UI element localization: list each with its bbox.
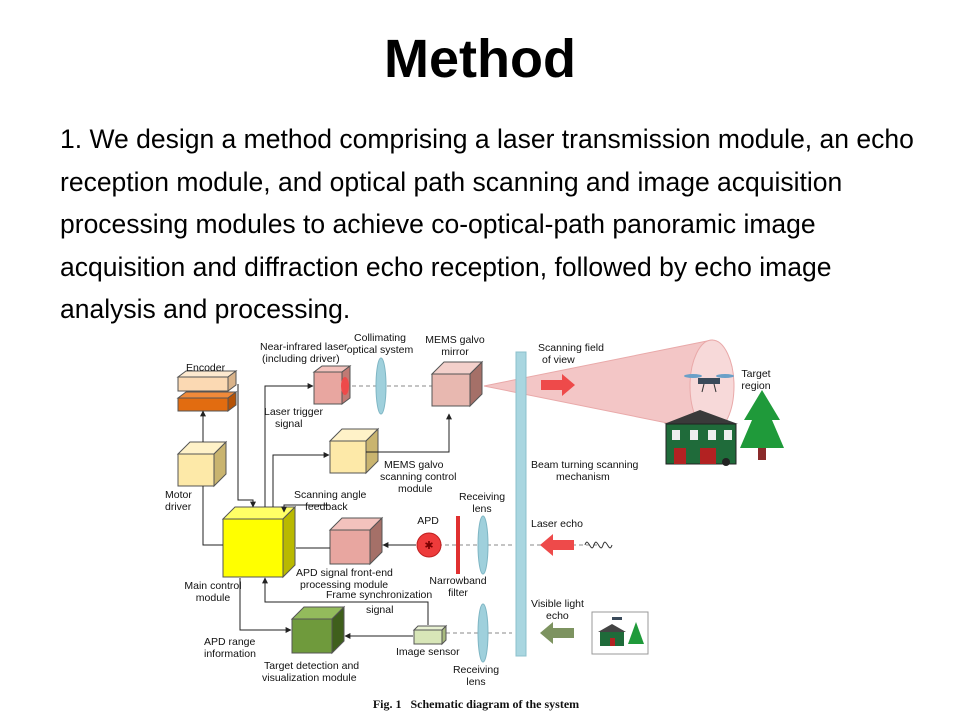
mems-control-block bbox=[328, 427, 380, 475]
slide-title: Method bbox=[384, 29, 576, 89]
label-nir-laser: Near-infrared laser(including driver) bbox=[260, 341, 348, 365]
nir-laser-block bbox=[312, 365, 352, 405]
label-laser-echo: Laser echo bbox=[531, 518, 583, 530]
echo-wave-icon bbox=[584, 541, 613, 549]
beam-turning-bar bbox=[515, 351, 527, 657]
svg-text:✱: ✱ bbox=[424, 539, 433, 552]
label-image-sensor: Image sensor bbox=[396, 646, 460, 658]
signal-arrows bbox=[200, 383, 452, 639]
mems-mirror-block bbox=[430, 360, 484, 408]
image-sensor-block bbox=[412, 624, 448, 646]
label-encoder: Encoder bbox=[186, 362, 226, 374]
house-icon bbox=[664, 410, 738, 466]
tree-icon bbox=[740, 390, 784, 460]
main-control-block bbox=[221, 505, 297, 579]
receiving-lens-bottom bbox=[477, 603, 489, 663]
motor-driver-block bbox=[176, 440, 228, 488]
narrowband-filter bbox=[456, 516, 460, 574]
label-apd: APD bbox=[417, 515, 439, 527]
apd-frontend-block bbox=[328, 516, 384, 566]
drone-icon bbox=[684, 374, 734, 393]
receiving-lens-top bbox=[477, 515, 489, 575]
target-detection-block bbox=[290, 605, 346, 655]
small-target-scene-icon bbox=[591, 611, 649, 655]
apd-detector: ✱ bbox=[416, 532, 442, 558]
beam-arrows bbox=[540, 374, 575, 644]
encoder-block bbox=[176, 370, 238, 412]
slide-body-text: 1. We design a method comprising a laser… bbox=[60, 124, 914, 324]
figure-caption: Fig. 1 Schematic diagram of the system bbox=[373, 697, 579, 711]
collimating-lens bbox=[375, 357, 387, 415]
